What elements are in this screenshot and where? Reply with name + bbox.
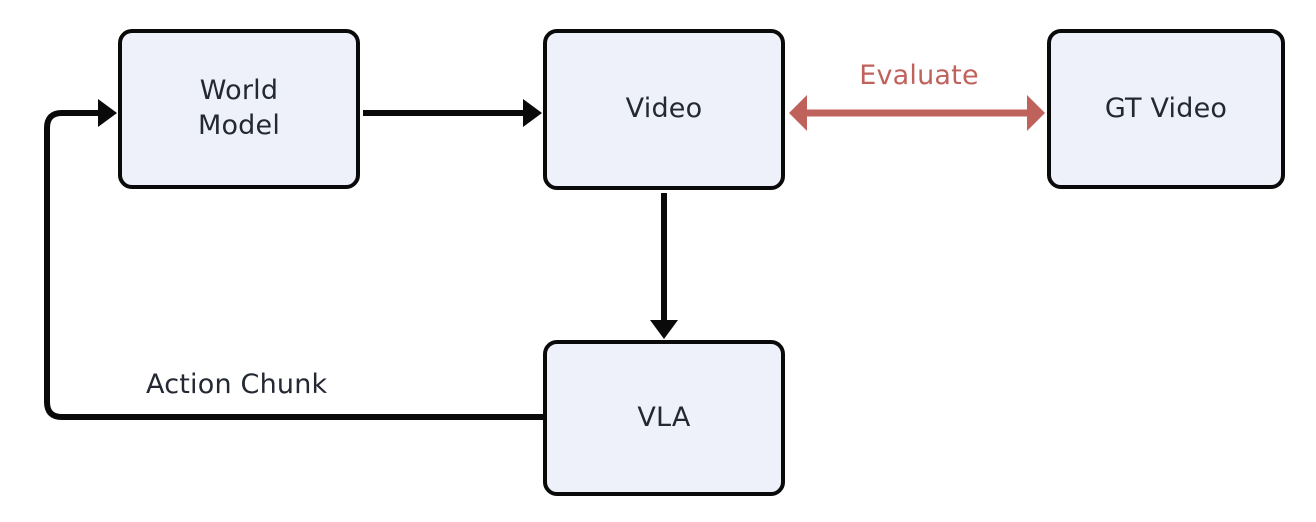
edge-label-action-chunk: Action Chunk (146, 369, 328, 400)
edge-world-model-to-video (363, 99, 542, 127)
edge-video-to-gt-video (789, 95, 1045, 131)
node-vla[interactable]: VLA (543, 340, 785, 496)
arrowhead-down-icon (650, 320, 678, 339)
edge-label-evaluate: Evaluate (859, 60, 979, 91)
arrowhead-left-icon (789, 95, 807, 131)
edge-video-to-vla (650, 193, 678, 339)
node-gt-video[interactable]: GT Video (1047, 29, 1285, 189)
node-world-model[interactable]: World Model (118, 29, 360, 189)
arrowhead-right-icon (1027, 95, 1045, 131)
arrowhead-right-icon (523, 99, 542, 127)
edge-path (44, 110, 543, 420)
edge-vla-to-world-model (44, 99, 543, 420)
node-video[interactable]: Video (543, 29, 785, 190)
arrowhead-right-icon (98, 99, 117, 127)
